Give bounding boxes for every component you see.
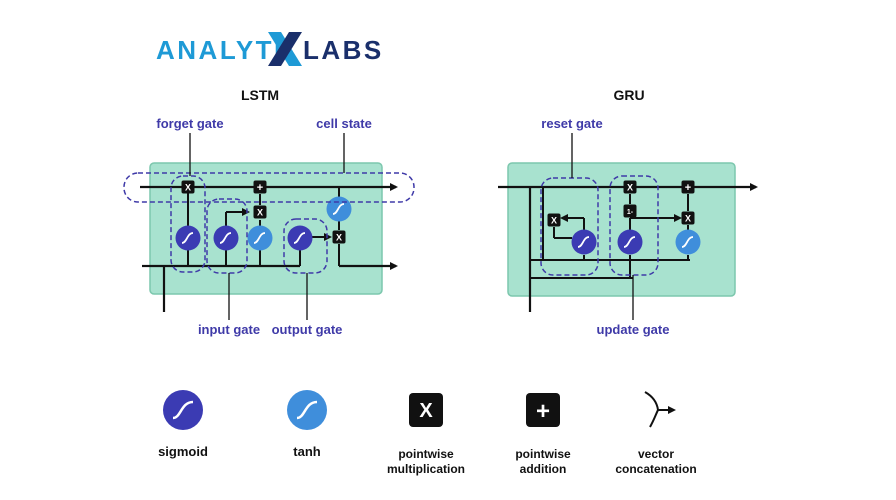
gru-add-icon: + <box>681 180 695 194</box>
svg-text:+: + <box>257 182 263 194</box>
lstm-forget-sigmoid-icon <box>174 224 202 252</box>
gru-one-minus-icon: 1- <box>623 204 637 218</box>
lstm-diagram: LSTM X + X <box>123 87 415 337</box>
lstm-output-gate-outline <box>283 218 328 274</box>
lstm-forget-multiply-icon: X <box>181 180 195 194</box>
legend-addition-line1: pointwise <box>515 447 571 461</box>
legend-pointwise-multiplication: X pointwise multiplication <box>387 393 465 476</box>
legend-tanh: tanh <box>287 390 327 459</box>
gru-update-multiply-icon: X <box>623 180 637 194</box>
gru-candidate-multiply-icon: X <box>681 211 695 225</box>
svg-text:X: X <box>551 216 557 226</box>
logo-text-right: LABS <box>303 35 384 65</box>
lstm-output-sigmoid-icon <box>286 224 314 252</box>
svg-text:+: + <box>536 398 550 425</box>
lstm-cell-state-outline <box>123 172 415 203</box>
legend-addition-line2: addition <box>520 462 567 476</box>
lstm-output-multiply-icon: X <box>332 230 346 244</box>
concatenation-icon <box>644 391 676 428</box>
lstm-input-multiply-icon: X <box>253 205 267 219</box>
svg-text:1-: 1- <box>627 209 634 216</box>
gru-reset-gate-outline <box>540 177 599 276</box>
lstm-cell-tanh-icon <box>325 195 353 223</box>
gru-reset-gate-label: reset gate <box>541 116 602 131</box>
svg-text:X: X <box>627 183 633 193</box>
legend-concatenation-line1: vector <box>638 447 674 461</box>
lstm-forget-gate-outline <box>170 175 206 273</box>
gru-title: GRU <box>613 87 644 103</box>
gru-diagram: GRU X + 1- <box>498 87 758 337</box>
lstm-cell-state-label: cell state <box>316 116 372 131</box>
multiply-icon <box>409 393 443 427</box>
gru-update-gate-label: update gate <box>597 322 670 337</box>
logo-text-left: ANALYTI <box>156 35 284 65</box>
svg-text:X: X <box>185 183 191 193</box>
svg-text:X: X <box>257 208 263 218</box>
lstm-candidate-tanh-icon <box>246 224 274 252</box>
gru-reset-multiply-icon: X <box>547 213 561 227</box>
svg-text:+: + <box>685 182 691 194</box>
legend-tanh-label: tanh <box>293 444 321 459</box>
legend-sigmoid: sigmoid <box>158 390 208 459</box>
lstm-forget-gate-label: forget gate <box>156 116 223 131</box>
legend-multiplication-line2: multiplication <box>387 462 465 476</box>
legend-pointwise-addition: + pointwise addition <box>515 393 571 476</box>
legend: sigmoid tanh X pointwise multiplication … <box>158 390 697 476</box>
logo: ANALYTI LABS <box>156 32 384 66</box>
gru-update-gate-outline <box>609 175 659 276</box>
svg-text:X: X <box>336 233 342 243</box>
svg-text:X: X <box>685 214 691 224</box>
lstm-input-gate-outline <box>206 198 248 274</box>
legend-concatenation-line2: concatenation <box>615 462 696 476</box>
logo-x-icon <box>268 32 302 66</box>
lstm-title: LSTM <box>241 87 279 103</box>
legend-multiplication-line1: pointwise <box>398 447 454 461</box>
gru-reset-sigmoid-icon <box>570 228 598 256</box>
svg-text:X: X <box>419 400 433 422</box>
gru-cell <box>507 162 736 297</box>
lstm-input-sigmoid-icon <box>212 224 240 252</box>
gru-update-sigmoid-icon <box>616 228 644 256</box>
lstm-output-gate-label: output gate <box>272 322 343 337</box>
add-icon <box>526 393 560 427</box>
legend-sigmoid-label: sigmoid <box>158 444 208 459</box>
lstm-input-gate-label: input gate <box>198 322 260 337</box>
lstm-cell-add-icon: + <box>253 180 267 194</box>
gru-candidate-tanh-icon <box>674 228 702 256</box>
legend-vector-concatenation: vector concatenation <box>615 391 697 476</box>
